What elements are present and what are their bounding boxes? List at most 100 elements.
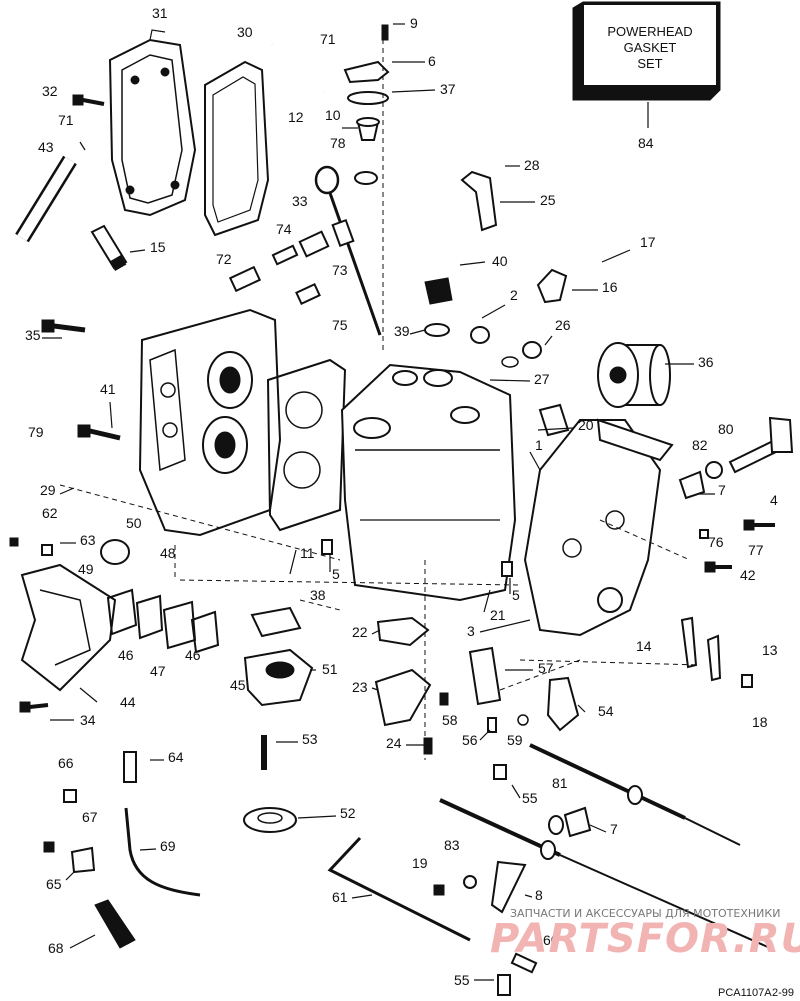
callout-28: 28: [524, 157, 540, 173]
callout-83: 83: [444, 837, 460, 853]
callout-13: 13: [762, 642, 778, 658]
callout-72: 72: [216, 251, 232, 267]
callout-64: 64: [168, 749, 184, 765]
callout-4: 4: [770, 492, 778, 508]
shift-rod: [327, 836, 471, 942]
callout-81: 81: [552, 775, 568, 791]
gasket-box-line1: POWERHEAD: [607, 24, 692, 39]
cover-gasket: [204, 60, 270, 237]
callout-9: 9: [410, 15, 418, 31]
callout-42: 42: [740, 567, 756, 583]
bracket-25: [460, 170, 498, 232]
plates-22-23: [374, 616, 432, 727]
callout-63: 63: [80, 532, 96, 548]
callout-5: 5: [332, 566, 340, 582]
callout-48: 48: [160, 545, 176, 561]
callout-29: 29: [40, 482, 56, 498]
gasket-set-box: POWERHEAD GASKET SET 84: [572, 1, 721, 151]
callout-5: 5: [512, 587, 520, 603]
callout-82: 82: [692, 437, 708, 453]
oil-fill-cap: [424, 277, 570, 437]
callout-23: 23: [352, 679, 368, 695]
callout-77: 77: [748, 542, 764, 558]
callout-14: 14: [636, 638, 652, 654]
bypass-valve: [243, 606, 314, 707]
callout-80: 80: [718, 421, 734, 437]
fitting-80: [728, 416, 794, 474]
gasket-box-callout: 84: [638, 135, 654, 151]
plate-57: [468, 646, 502, 706]
small-bolts: [9, 461, 775, 996]
callout-34: 34: [80, 712, 96, 728]
bolt-35: [41, 319, 86, 333]
assembly-lines: [59, 30, 701, 760]
callout-78: 78: [330, 135, 346, 151]
callout-37: 37: [440, 81, 456, 97]
linkage-rods: [439, 743, 771, 949]
callout-55: 55: [522, 790, 538, 806]
callout-66: 66: [58, 755, 74, 771]
callout-22: 22: [352, 624, 368, 640]
callout-53: 53: [302, 731, 318, 747]
callout-18: 18: [752, 714, 768, 730]
callout-35: 35: [25, 327, 41, 343]
callout-3: 3: [467, 623, 475, 639]
callout-1: 1: [535, 437, 543, 453]
callout-20: 20: [578, 417, 594, 433]
callout-45: 45: [230, 677, 246, 693]
bushing-lower: [548, 806, 592, 838]
callout-39: 39: [394, 323, 410, 339]
exhaust-cover: [20, 563, 117, 692]
callout-43: 43: [38, 139, 54, 155]
watermark-text: ЗАПЧАСТИ И АКСЕССУАРЫ ДЛЯ МОТОТЕХНИКИ: [510, 907, 780, 920]
callout-47: 47: [150, 663, 166, 679]
callout-30: 30: [237, 24, 253, 40]
callout-44: 44: [120, 694, 136, 710]
callout-38: 38: [310, 587, 326, 603]
brackets-13-14: [680, 616, 722, 682]
callout-26: 26: [555, 317, 571, 333]
callout-62: 62: [42, 505, 58, 521]
callout-52: 52: [340, 805, 356, 821]
callout-27: 27: [534, 371, 550, 387]
callout-54: 54: [598, 703, 614, 719]
callout-11: 11: [300, 545, 315, 561]
crankcase-half: [523, 418, 674, 637]
watermark-logo: PARTSFOR.RU: [490, 916, 800, 962]
gasket-box-line3: SET: [637, 56, 662, 71]
date-code: 2-99: [772, 987, 794, 999]
temperature-sensors: [228, 230, 330, 305]
gasket-box-line2: GASKET: [624, 40, 677, 55]
exhaust-gaskets: [100, 539, 220, 654]
callout-49: 49: [78, 561, 94, 577]
arm-8: [490, 860, 527, 914]
head-gasket: [266, 358, 347, 532]
callout-65: 65: [46, 876, 62, 892]
callout-69: 69: [160, 838, 176, 854]
callout-60: 60: [543, 932, 559, 948]
callout-7: 7: [610, 821, 618, 837]
callout-79: 79: [28, 424, 44, 440]
drawing-code: PCA1107A: [718, 987, 772, 999]
callout-51: 51: [322, 661, 338, 677]
callout-68: 68: [48, 940, 64, 956]
callout-61: 61: [332, 889, 348, 905]
callout-16: 16: [602, 279, 618, 295]
spark-plug: [90, 224, 128, 272]
sensor-16: [536, 268, 568, 304]
callout-24: 24: [386, 735, 402, 751]
callout-15: 15: [150, 239, 166, 255]
bolt-41: [77, 424, 121, 441]
callout-59: 59: [507, 732, 523, 748]
callout-33: 33: [292, 193, 308, 209]
callout-71: 71: [320, 31, 336, 47]
callout-12: 12: [288, 109, 304, 125]
callout-leaders: [42, 23, 715, 981]
crankcase-block: [340, 363, 517, 602]
grommet: [243, 807, 297, 833]
callout-8: 8: [535, 887, 543, 903]
arm-54: [546, 676, 580, 732]
callout-75: 75: [332, 317, 348, 333]
